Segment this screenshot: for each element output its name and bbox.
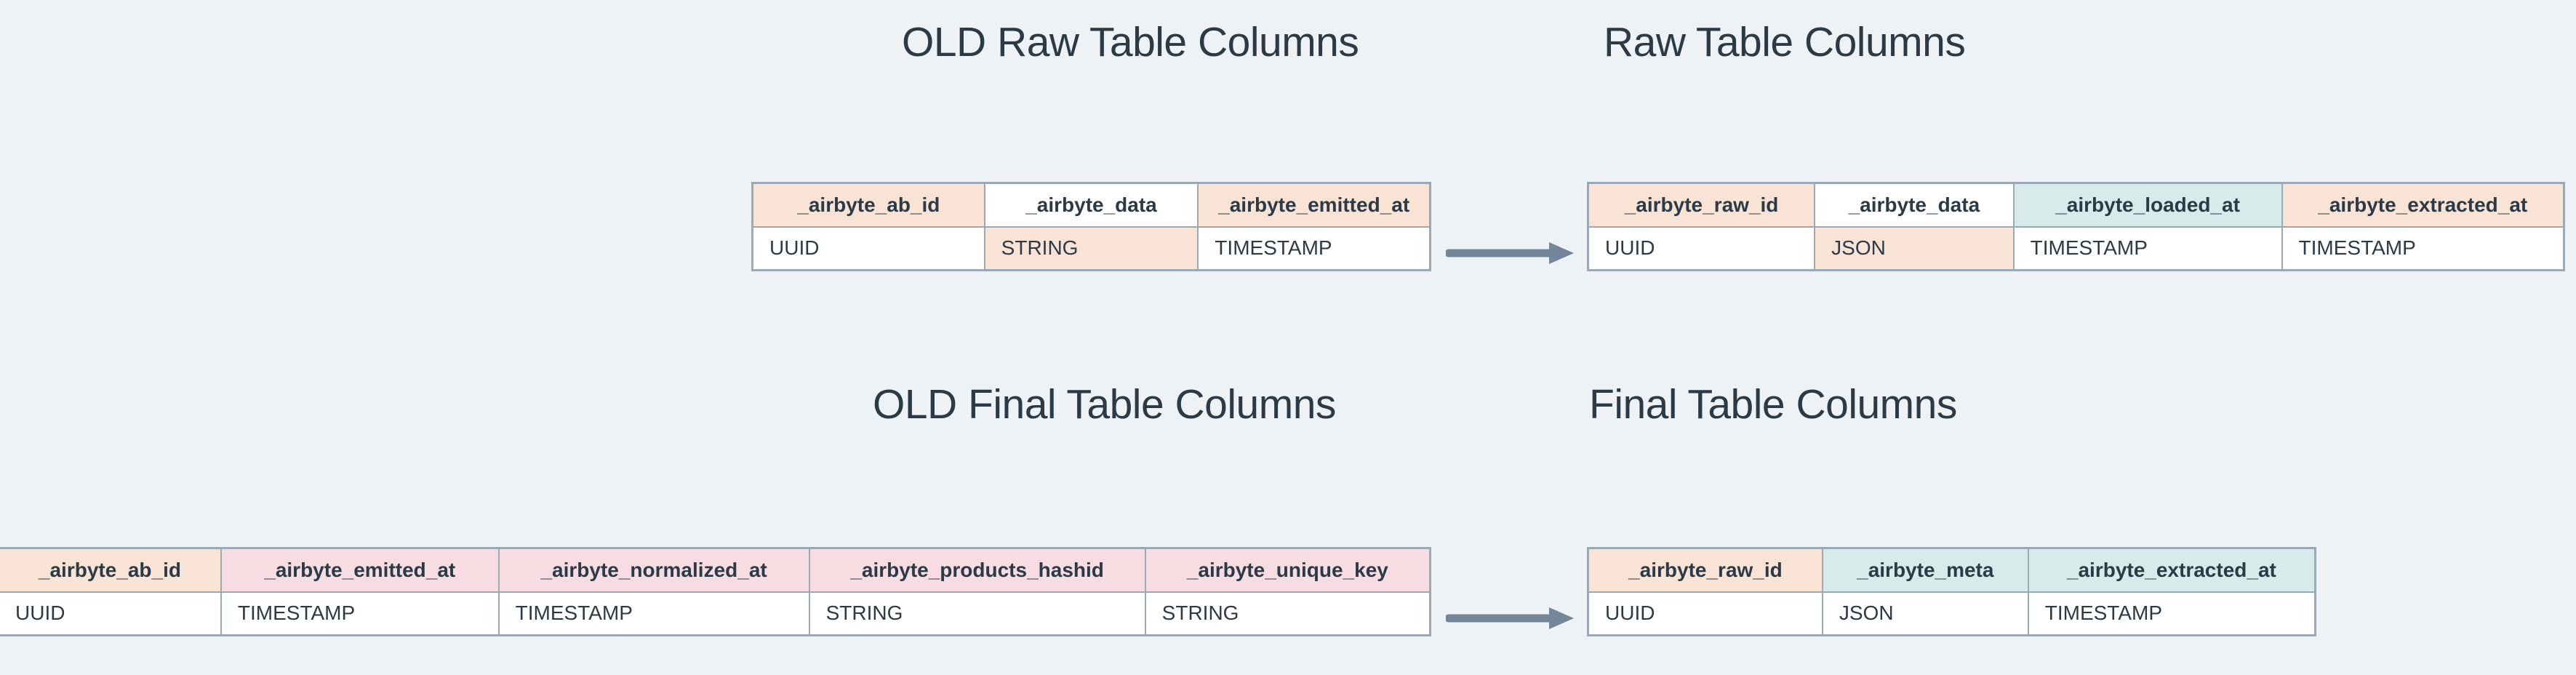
arrow-right-icon [1446,607,1574,629]
table-header-row: _airbyte_raw_id _airbyte_data _airbyte_l… [1587,182,2565,228]
column-type-cell: UUID [1587,225,1816,271]
column-header: _airbyte_unique_key [1144,547,1431,593]
final-table: _airbyte_raw_id _airbyte_meta _airbyte_e… [1587,547,2316,636]
column-header: _airbyte_ab_id [0,547,222,593]
table-header-row: _airbyte_ab_id _airbyte_emitted_at _airb… [0,547,1431,593]
column-type-cell: JSON [1814,225,2015,271]
old-final-table: _airbyte_ab_id _airbyte_emitted_at _airb… [0,547,1431,636]
column-header: _airbyte_normalized_at [497,547,810,593]
table-header-row: _airbyte_ab_id _airbyte_data _airbyte_em… [751,182,1431,228]
section-title-old-final: OLD Final Table Columns [873,381,1336,428]
column-header: _airbyte_emitted_at [1197,182,1431,228]
arrow-right-icon [1446,242,1574,264]
column-type-cell: UUID [1587,591,1823,636]
column-type-cell: STRING [808,591,1146,636]
column-type-cell: TIMESTAMP [497,591,810,636]
table-row: UUID TIMESTAMP TIMESTAMP STRING STRING [0,591,1431,636]
table-row: UUID JSON TIMESTAMP TIMESTAMP [1587,225,2565,271]
column-type-cell: TIMESTAMP [220,591,500,636]
table-row: UUID STRING TIMESTAMP [751,225,1431,271]
column-type-cell: JSON [1821,591,2029,636]
column-type-cell: TIMESTAMP [2012,225,2283,271]
raw-table: _airbyte_raw_id _airbyte_data _airbyte_l… [1587,182,2565,271]
old-raw-table: _airbyte_ab_id _airbyte_data _airbyte_em… [751,182,1431,271]
column-type-cell: STRING [983,225,1199,271]
column-header: _airbyte_data [1814,182,2015,228]
column-header: _airbyte_extracted_at [2281,182,2565,228]
table-header-row: _airbyte_raw_id _airbyte_meta _airbyte_e… [1587,547,2316,593]
column-header: _airbyte_emitted_at [220,547,500,593]
column-type-cell: TIMESTAMP [2027,591,2316,636]
column-header: _airbyte_ab_id [751,182,985,228]
column-type-cell: STRING [1144,591,1431,636]
column-header: _airbyte_meta [1821,547,2029,593]
column-header: _airbyte_products_hashid [808,547,1146,593]
section-title-old-raw: OLD Raw Table Columns [902,19,1359,65]
section-title-final: Final Table Columns [1589,381,1957,428]
column-type-cell: TIMESTAMP [1197,225,1431,271]
column-header: _airbyte_loaded_at [2012,182,2283,228]
table-row: UUID JSON TIMESTAMP [1587,591,2316,636]
column-type-cell: UUID [0,591,222,636]
column-header: _airbyte_extracted_at [2027,547,2316,593]
column-header: _airbyte_data [983,182,1199,228]
column-header: _airbyte_raw_id [1587,182,1816,228]
column-type-cell: UUID [751,225,985,271]
column-type-cell: TIMESTAMP [2281,225,2565,271]
column-header: _airbyte_raw_id [1587,547,1823,593]
section-title-raw: Raw Table Columns [1604,19,1966,65]
